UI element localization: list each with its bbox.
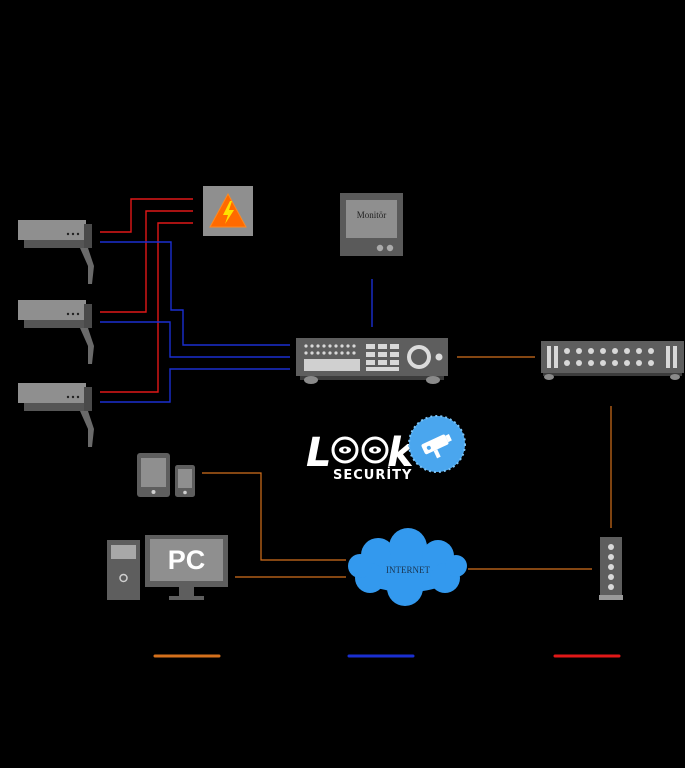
cctv-camera-icon bbox=[18, 300, 94, 364]
network-wiring bbox=[202, 356, 612, 578]
dvr-icon bbox=[296, 338, 448, 384]
video-wiring bbox=[100, 241, 373, 403]
cloud-icon: INTERNET bbox=[348, 528, 467, 606]
eye-icon bbox=[331, 436, 389, 464]
pc-label: PC bbox=[168, 545, 206, 575]
router-icon bbox=[599, 537, 623, 600]
monitor-icon: Monitör bbox=[340, 193, 403, 256]
phone-icon bbox=[175, 465, 195, 497]
security-camera-badge-icon bbox=[408, 415, 466, 473]
tablet-and-phone-icon bbox=[137, 453, 195, 497]
high-voltage-icon bbox=[203, 186, 253, 236]
pc-monitor: PC bbox=[145, 535, 228, 600]
desktop-computer-icon: PC bbox=[107, 535, 228, 600]
internet-label: INTERNET bbox=[386, 565, 430, 575]
look-security-logo: L k SECURİTY bbox=[306, 415, 466, 483]
cctv-camera-icon bbox=[18, 383, 94, 447]
monitor-label: Monitör bbox=[357, 210, 387, 220]
cctv-camera-icon bbox=[18, 220, 94, 284]
power-wiring bbox=[100, 198, 193, 393]
eye-pupils bbox=[339, 446, 381, 454]
camera-group bbox=[18, 220, 94, 447]
pc-tower bbox=[107, 540, 140, 600]
network-switch-icon bbox=[541, 341, 684, 380]
logo-letter-l: L bbox=[306, 430, 332, 476]
logo-tagline: SECURİTY bbox=[333, 467, 412, 483]
tablet-icon bbox=[137, 453, 170, 497]
